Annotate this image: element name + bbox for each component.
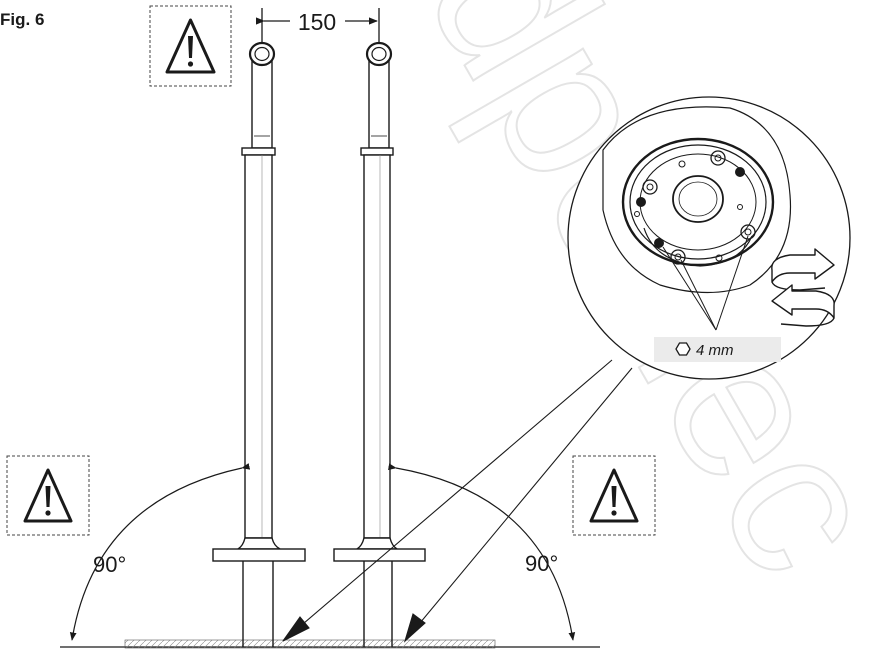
left-angle-arc [69, 463, 251, 641]
rotate-clockwise-icon [771, 248, 835, 291]
screw-leaders [662, 235, 749, 331]
right-angle-label: 90° [525, 551, 558, 576]
hex-key-icon [675, 342, 691, 356]
warning-icon-right [572, 455, 656, 536]
figure-title: Fig. 6 [0, 10, 45, 29]
spacing-dimension [255, 8, 380, 42]
spacing-label: 150 [298, 9, 336, 35]
warning-icon-top [149, 5, 232, 87]
left-post [212, 41, 306, 647]
left-angle-label: 90° [93, 552, 126, 577]
right-post [333, 41, 426, 647]
rotate-counterclockwise-icon [771, 284, 835, 327]
floor-hatch [124, 639, 496, 649]
camera-mount-detail [602, 106, 792, 294]
tool-label-box: 4 mm [654, 337, 781, 362]
right-angle-arc [387, 463, 576, 641]
tool-size-label: 4 mm [696, 342, 734, 359]
detail-view: 4 mm [567, 96, 851, 380]
detail-leaders [282, 359, 633, 643]
warning-icon-left [6, 455, 90, 536]
